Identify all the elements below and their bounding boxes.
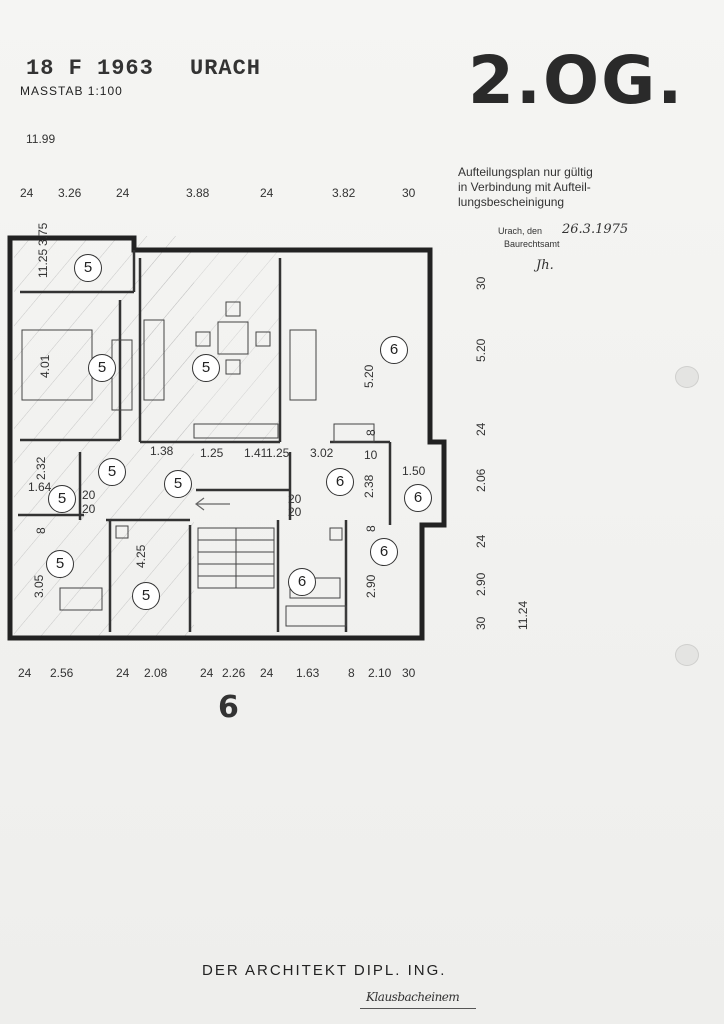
approval-note-line-1: Aufteilungsplan nur gültig (458, 165, 593, 179)
punch-hole-top (675, 366, 699, 388)
right-dim-3: 24 (474, 422, 488, 436)
room-dim-15: 2.38 (362, 474, 376, 498)
top-dim-4: 3.88 (186, 186, 210, 200)
right-dim-6: 2.90 (474, 572, 488, 596)
bottom-dim-6: 2.26 (222, 666, 246, 680)
room-dim-4: 5.20 (362, 364, 376, 388)
floor-stamp: 2.OG. (468, 42, 685, 119)
room-dim-22: 2.90 (364, 574, 378, 598)
unit-number-5-a: 5 (74, 254, 102, 282)
punch-hole-bottom (675, 644, 699, 666)
unit-mark: 6 (218, 690, 239, 725)
room-dim-2: 3.75 (36, 222, 50, 246)
bottom-dim-5: 24 (200, 666, 214, 680)
architect-line: DER ARCHITEKT DIPL. ING. (202, 962, 447, 979)
architect-signature: Klausbacheinem (366, 990, 460, 1004)
approval-note-line-3: lungsbescheinigung (458, 195, 565, 209)
bottom-dim-11: 30 (402, 666, 416, 680)
room-dim-16: 20 (82, 488, 96, 502)
room-dim-6: 1.64 (28, 480, 52, 494)
room-dim-1: 11.25 (36, 248, 50, 278)
signature-underline (360, 1008, 476, 1009)
unit-number-5-c: 5 (192, 354, 220, 382)
approval-date: 26.3.1975 (562, 222, 629, 237)
unit-number-6-a: 6 (380, 336, 408, 364)
authority-label: Baurechtsamt (504, 239, 560, 249)
bottom-dim-8: 1.63 (296, 666, 320, 680)
overall-width-dim: 11.99 (26, 132, 56, 146)
unit-number-6-e: 6 (288, 568, 316, 596)
room-dim-8: 1.25 (200, 446, 224, 460)
top-dim-7: 30 (402, 186, 416, 200)
top-dim-5: 24 (260, 186, 274, 200)
right-dim-2: 5.20 (474, 338, 488, 362)
unit-number-6-c: 6 (404, 484, 432, 512)
room-dim-21: 4.25 (134, 544, 148, 568)
exterior-walls (7, 235, 447, 641)
bottom-dim-3: 24 (116, 666, 130, 680)
right-dim-4: 2.06 (474, 468, 488, 492)
room-dim-10: 1.25 (266, 446, 290, 460)
unit-5-hatch-2 (140, 252, 280, 442)
stair (197, 527, 275, 589)
room-dim-14: 1.50 (402, 464, 426, 478)
unit-number-5-g: 5 (46, 550, 74, 578)
right-dim-7: 30 (474, 616, 488, 630)
unit-number-6-b: 6 (326, 468, 354, 496)
unit-number-6-d: 6 (370, 538, 398, 566)
approval-note-line-2: in Verbindung mit Aufteil- (458, 180, 591, 194)
bottom-dim-4: 2.08 (144, 666, 168, 680)
room-dim-24: 8 (364, 525, 378, 532)
bottom-dim-10: 2.10 (368, 666, 392, 680)
right-dim-5: 24 (474, 534, 488, 548)
top-dim-2: 3.26 (58, 186, 82, 200)
overall-depth-dim: 11.24 (516, 600, 530, 630)
bottom-dim-2: 2.56 (50, 666, 74, 680)
unit-number-5-h: 5 (132, 582, 160, 610)
plan-place: URACH (190, 56, 262, 81)
room-dim-11: 3.02 (310, 446, 334, 460)
top-dim-6: 3.82 (332, 186, 356, 200)
right-dim-1: 30 (474, 276, 488, 290)
place-date-label: Urach, den (498, 226, 543, 236)
plan-reference: 18 F 1963 (26, 56, 154, 81)
top-dim-1: 24 (20, 186, 34, 200)
room-dim-9: 1.41 (244, 446, 268, 460)
room-dim-17: 20 (82, 502, 96, 516)
top-dim-3: 24 (116, 186, 130, 200)
unit-number-5-d: 5 (98, 458, 126, 486)
scale-label: MASSTAB 1:100 (20, 84, 123, 98)
approval-initial: Jh. (536, 258, 554, 273)
room-dim-23: 8 (34, 527, 48, 534)
unit-number-5-b: 5 (88, 354, 116, 382)
unit-number-5-f: 5 (164, 470, 192, 498)
floor-plan (7, 235, 447, 641)
bottom-dim-7: 24 (260, 666, 274, 680)
room-dim-18: 20 (288, 492, 302, 506)
room-dim-19: 20 (288, 505, 302, 519)
bottom-dim-9: 8 (348, 666, 355, 680)
entry-arrow (195, 497, 230, 511)
room-dim-13: 10 (364, 448, 378, 462)
room-dim-3: 4.01 (38, 354, 52, 378)
room-dim-7: 1.38 (150, 444, 174, 458)
room-dim-20: 3.05 (32, 574, 46, 598)
bottom-dim-1: 24 (18, 666, 32, 680)
room-dim-5: 2.32 (34, 456, 48, 480)
room-dim-12: 8 (364, 429, 378, 436)
unit-number-5-e: 5 (48, 485, 76, 513)
